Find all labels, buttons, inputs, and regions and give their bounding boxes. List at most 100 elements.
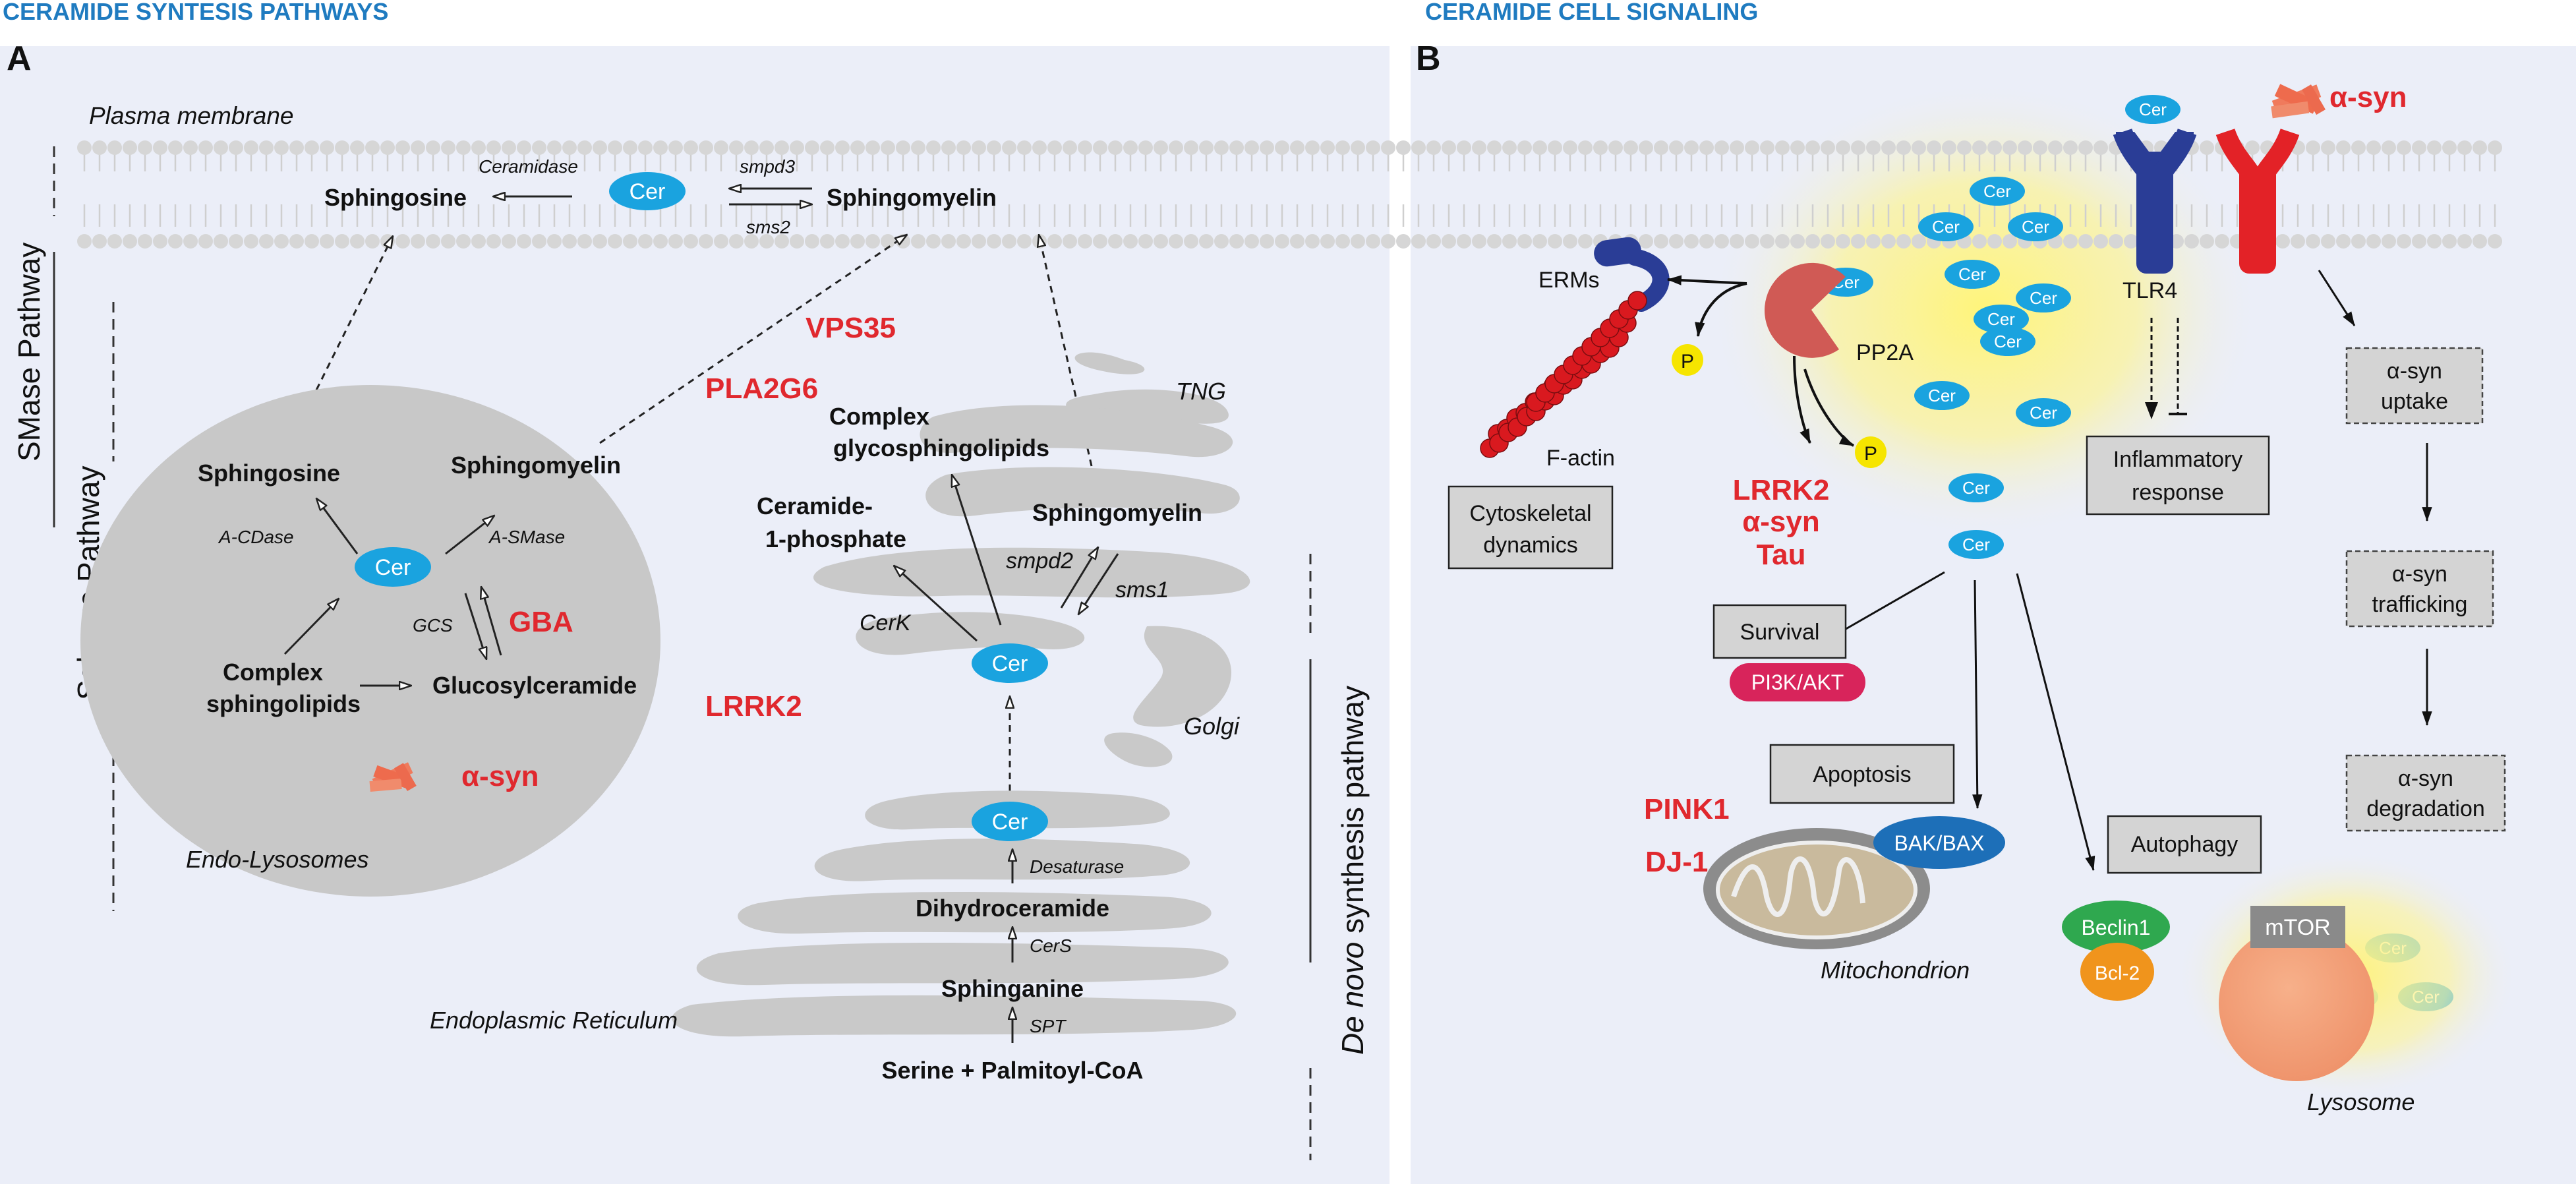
phosphate-icon-2 bbox=[1855, 436, 1887, 468]
el-asyn: α-syn bbox=[461, 760, 539, 792]
lipid-unit bbox=[911, 234, 925, 249]
lipid-unit bbox=[668, 234, 683, 249]
lipid-unit bbox=[411, 234, 425, 249]
panel-a-letter: A bbox=[7, 40, 32, 78]
lipid-unit bbox=[1366, 234, 1380, 249]
degradation-box bbox=[2345, 754, 2506, 832]
lipid-unit bbox=[395, 140, 410, 155]
lipid-unit bbox=[1836, 140, 1850, 155]
red-asyn: α-syn bbox=[1742, 506, 1820, 538]
cer-bubble bbox=[1945, 260, 2000, 289]
golgi-sphingomyelin: Sphingomyelin bbox=[1032, 499, 1202, 526]
lipid-unit bbox=[1639, 234, 1653, 249]
cer-bubble-label: Cer bbox=[2030, 403, 2057, 423]
lipid-unit bbox=[1320, 234, 1335, 249]
lipid-unit bbox=[759, 234, 774, 249]
lipid-unit bbox=[168, 140, 183, 155]
lipid-unit bbox=[380, 140, 395, 155]
lipid-unit bbox=[153, 140, 167, 155]
apoptosis-label: Apoptosis bbox=[1813, 762, 1911, 787]
lipid-unit bbox=[1138, 234, 1153, 249]
lipid-unit bbox=[2306, 140, 2320, 155]
lipid-unit bbox=[1017, 234, 1032, 249]
uptake-l1: α-syn bbox=[2387, 359, 2442, 384]
lipid-unit bbox=[2336, 234, 2351, 249]
lipid-unit bbox=[1063, 140, 1077, 155]
lipid-unit bbox=[2473, 234, 2487, 249]
red-tau: Tau bbox=[1757, 539, 1806, 571]
lipid-unit bbox=[1639, 140, 1653, 155]
c1p-l2: 1-phosphate bbox=[765, 525, 906, 552]
lipid-unit bbox=[1078, 234, 1092, 249]
smpd2-arrow bbox=[1078, 553, 1119, 614]
lipid-unit bbox=[214, 234, 228, 249]
erms-icon bbox=[1594, 237, 1670, 312]
golgi-sms1: sms1 bbox=[1115, 577, 1169, 603]
lipid-unit bbox=[1684, 140, 1699, 155]
lipid-unit bbox=[2382, 140, 2396, 155]
lipid-unit bbox=[1624, 140, 1638, 155]
beclin1-label: Beclin1 bbox=[2082, 916, 2151, 939]
cer-autophagy-arrow bbox=[2016, 573, 2095, 872]
lipid-unit bbox=[2003, 140, 2017, 155]
lipid-unit bbox=[123, 140, 137, 155]
cer-survival-inhibit bbox=[1838, 571, 1945, 634]
lipid-unit bbox=[1714, 234, 1729, 249]
lipid-unit bbox=[759, 140, 774, 155]
lipid-unit bbox=[790, 140, 804, 155]
alpha-syn-aggregate-icon bbox=[369, 762, 417, 792]
lipid-unit bbox=[1578, 140, 1593, 155]
lipid-unit bbox=[699, 234, 713, 249]
autophagy-label: Autophagy bbox=[2131, 832, 2239, 857]
er-cer-label: Cer bbox=[992, 810, 1028, 835]
lipid-unit bbox=[335, 140, 349, 155]
lipid-unit bbox=[1032, 140, 1047, 155]
cer-bubble-label: Cer bbox=[2139, 100, 2167, 119]
el-complex-l1: Complex bbox=[223, 659, 323, 686]
beclin1-icon bbox=[2062, 901, 2170, 953]
lipid-unit bbox=[2078, 234, 2093, 249]
lipid-unit bbox=[1214, 140, 1229, 155]
lipid-unit bbox=[198, 140, 213, 155]
lipid-unit bbox=[289, 234, 304, 249]
lipid-unit bbox=[183, 140, 198, 155]
lipid-unit bbox=[1775, 234, 1790, 249]
lipid-unit bbox=[653, 234, 668, 249]
lipid-unit bbox=[1138, 140, 1153, 155]
tlr4-label: TLR4 bbox=[2122, 278, 2177, 303]
lipid-unit bbox=[1881, 140, 1896, 155]
lipid-unit bbox=[2078, 140, 2093, 155]
lipid-unit bbox=[517, 234, 531, 249]
el-sphingomyelin: Sphingomyelin bbox=[451, 452, 621, 479]
cer-bubble bbox=[1948, 473, 2004, 502]
alpha-syn-aggregate-top-icon bbox=[2271, 84, 2326, 119]
el-label: Endo-Lysosomes bbox=[186, 846, 369, 873]
lipid-unit bbox=[1078, 140, 1092, 155]
lipid-unit bbox=[1305, 234, 1320, 249]
lipid-unit bbox=[1351, 140, 1365, 155]
lipid-unit bbox=[1169, 140, 1183, 155]
lipid-unit bbox=[2063, 234, 2078, 249]
degr-l2: degradation bbox=[2366, 796, 2485, 821]
lipid-unit bbox=[729, 140, 744, 155]
el-cer-label: Cer bbox=[375, 555, 411, 580]
lysosome-label: Lysosome bbox=[2307, 1088, 2415, 1115]
lipid-unit bbox=[1305, 140, 1320, 155]
lipid-unit bbox=[911, 140, 925, 155]
lipid-unit bbox=[1972, 234, 1987, 249]
lipid-unit bbox=[2442, 140, 2457, 155]
lipid-unit bbox=[1320, 140, 1335, 155]
pm-sphingosine: Sphingosine bbox=[324, 184, 467, 211]
lipid-unit bbox=[365, 234, 380, 249]
pla2g6-label: PLA2G6 bbox=[705, 372, 818, 405]
lipid-unit bbox=[987, 234, 1001, 249]
lipid-unit bbox=[1244, 140, 1259, 155]
cer-bubble bbox=[2016, 283, 2071, 312]
golgi-cerk: CerK bbox=[860, 610, 912, 636]
lipid-unit bbox=[1396, 140, 1411, 155]
el-gba: GBA bbox=[509, 606, 573, 638]
lipid-unit bbox=[350, 140, 365, 155]
cer-bubble-label: Cer bbox=[1962, 478, 1990, 498]
lipid-unit bbox=[1548, 140, 1562, 155]
lipid-unit bbox=[441, 140, 455, 155]
